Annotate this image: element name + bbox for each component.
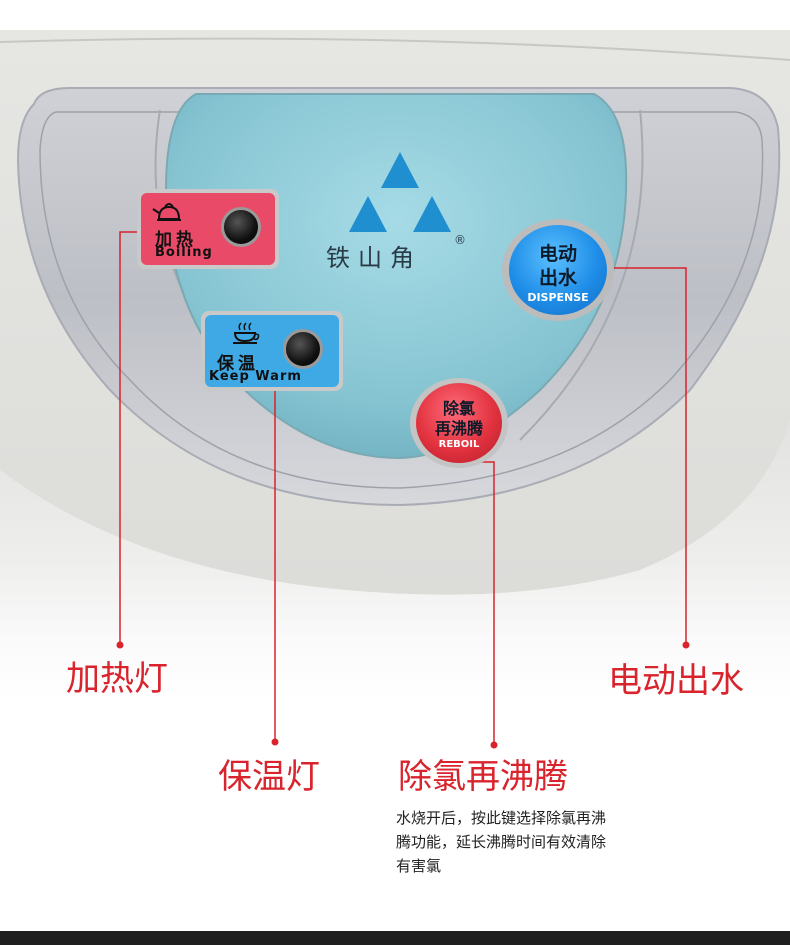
dispense-label-en: DISPENSE [527,291,589,304]
reboil-button-face[interactable]: 除氯 再沸腾 REBOIL [416,383,502,463]
dispense-label-cn-1: 电动 [538,243,577,265]
callout-dispense: 电动出水 [608,661,744,701]
steaming-cup-icon [233,322,260,344]
boiling-led [221,207,261,247]
top-margin [0,0,790,30]
boiling-label-en: Boiling [155,245,213,260]
keep-warm-label-en: Keep Warm [209,369,302,384]
reboil-label-cn-1: 除氯 [442,399,475,418]
reboil-label-en: REBOIL [438,439,480,450]
brand-name: 铁山角 [326,244,422,272]
callout-boiling-light: 加热灯 [66,659,168,699]
reboil-button[interactable]: 除氯 再沸腾 REBOIL [410,378,508,468]
callout-keep-warm-light: 保温灯 [218,757,320,797]
boiling-label-cn: 加热 [155,230,197,250]
kettle-icon [152,203,181,221]
reboil-description: 水烧开后，按此键选择除氯再沸腾功能，延长沸腾时间有效清除有害氯 [396,809,607,875]
triangle-logo-icon [349,152,451,232]
keep-warm-label-cn: 保温 [217,354,259,374]
callout-reboil: 除氯再沸腾 [398,757,568,797]
dispense-button-face[interactable]: 电动 出水 DISPENSE [509,225,607,315]
keep-warm-led [283,329,323,369]
dispense-button[interactable]: 电动 出水 DISPENSE [502,219,614,321]
registered-mark: ® [454,233,466,247]
reboil-label-cn-2: 再沸腾 [434,419,483,438]
bottom-strip [0,931,790,945]
keep-warm-plate: 保温 Keep Warm [205,315,339,387]
dispense-label-cn-2: 出水 [538,267,577,289]
boiling-indicator: 加热 Boiling [137,189,279,269]
keep-warm-indicator: 保温 Keep Warm [201,311,343,391]
boiling-plate: 加热 Boiling [141,193,275,265]
callout-dots [116,641,690,749]
